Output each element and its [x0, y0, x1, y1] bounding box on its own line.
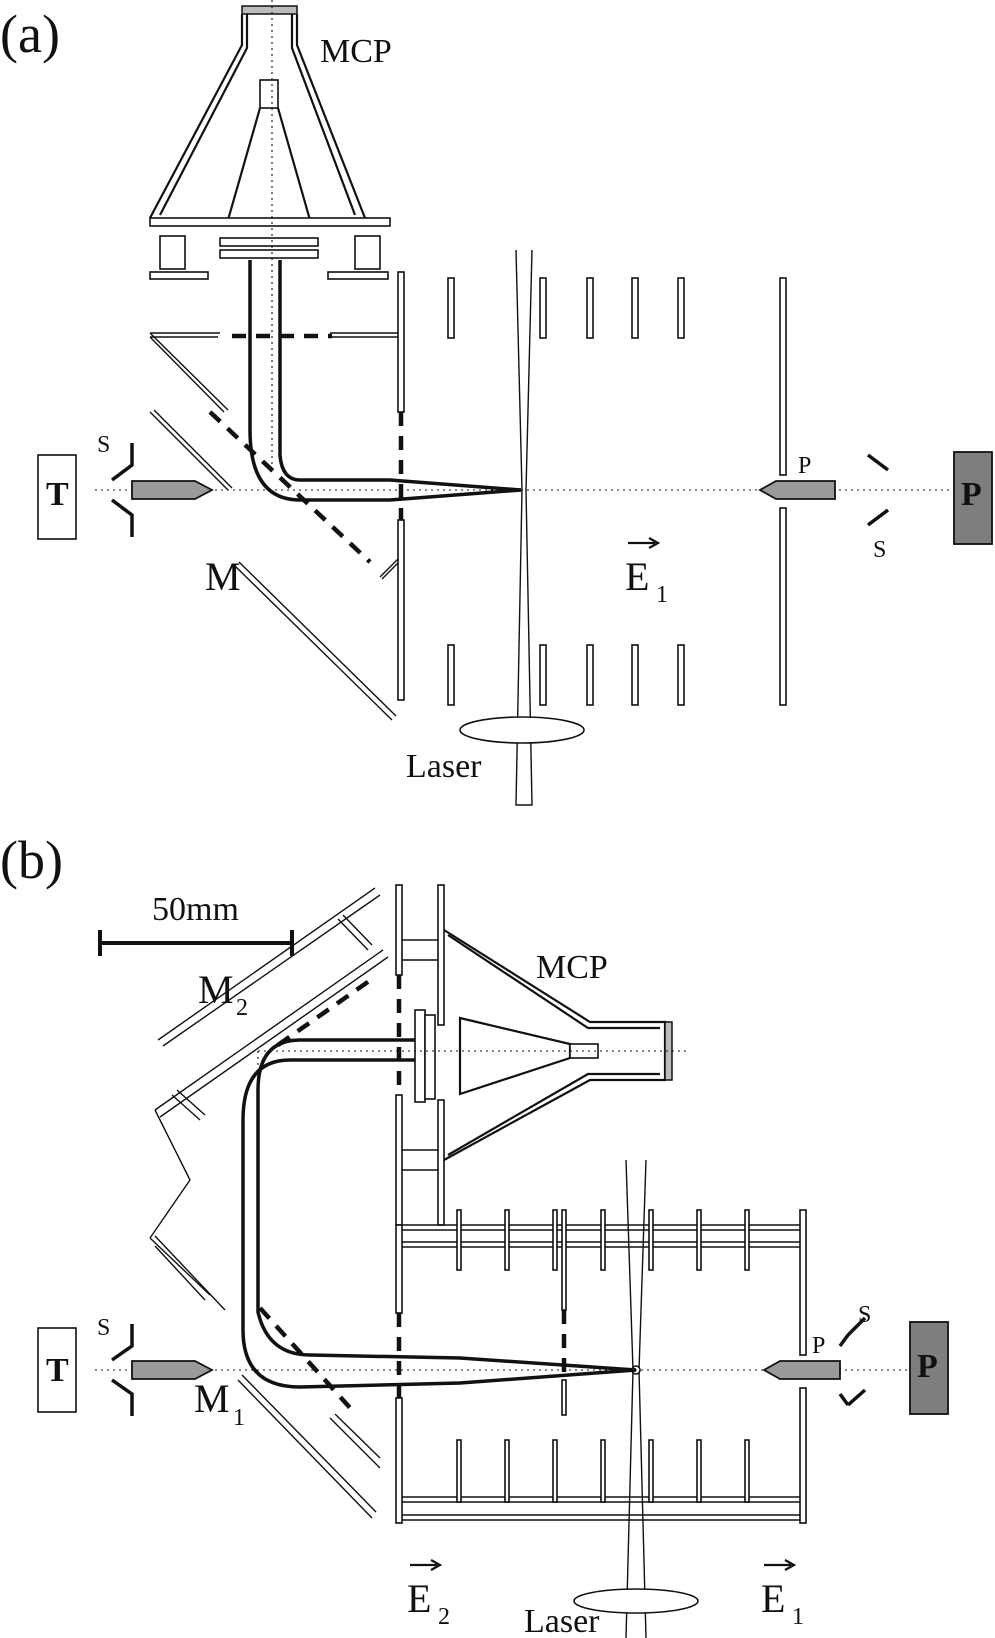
panel-a-ion-trajectory-upper [278, 260, 522, 492]
panel-a: (a) MCP [0, 0, 993, 806]
panel-a-source-nozzle [131, 480, 214, 500]
panel-b-laser-beam [573, 1159, 699, 1638]
panel-a-ion-trajectory-lower [248, 260, 522, 502]
panel-b-ion-trajectory-inner [256, 1038, 637, 1372]
panel-b: (b) 50mm M 2 M 1 [0, 830, 949, 1638]
panel-b-mcp-label: MCP [536, 949, 608, 986]
panel-b-skimmer-left-label: S [97, 1315, 110, 1341]
panel-b-pusher-label: P [812, 1333, 825, 1359]
panel-a-field-label: E 1 [625, 537, 668, 608]
panel-b-field-left-label: E 2 [407, 1559, 450, 1630]
panel-b-mcp-detector [257, 884, 690, 1312]
panel-b-label: (b) [0, 830, 63, 890]
panel-b-pusher-box-label: P [917, 1348, 938, 1385]
panel-b-reflector-apex [149, 1109, 226, 1311]
panel-b-mirror-top [154, 887, 389, 1121]
panel-b-skimmer-right-label: S [858, 1302, 871, 1328]
panel-a-skimmer-left [110, 443, 134, 537]
panel-b-laser-label: Laser [524, 1603, 600, 1638]
svg-text:E: E [625, 554, 649, 599]
panel-b-ion-trajectory-outer [241, 1058, 637, 1389]
panel-b-target-label: T [46, 1352, 69, 1389]
panel-a-target-box [37, 454, 77, 540]
panel-a-pusher-box-label: P [961, 476, 982, 513]
svg-text:1: 1 [656, 582, 668, 608]
panel-a-laser-label: Laser [406, 748, 482, 785]
panel-b-scale-label: 50mm [152, 891, 239, 928]
panel-b-mirror-bottom-sub: 1 [233, 1405, 245, 1431]
panel-a-reflector [149, 271, 405, 721]
panel-b-mirror-top-sub: 2 [236, 995, 248, 1021]
svg-text:2: 2 [438, 1604, 450, 1630]
panel-b-pusher-box [909, 1321, 949, 1415]
panel-a-pusher-nozzle [758, 480, 836, 500]
panel-b-pusher-nozzle [762, 1360, 841, 1380]
panel-a-mcp-label: MCP [320, 33, 392, 70]
panel-b-skimmer-right [838, 1316, 867, 1407]
panel-a-mirror-label: M [205, 554, 241, 599]
panel-a-skimmer-right-label: S [873, 537, 886, 563]
panel-b-mirror-bottom [237, 1306, 381, 1519]
panel-a-skimmer-right [866, 453, 890, 527]
panel-b-target-box [37, 1327, 77, 1413]
panel-b-scale-bar [98, 930, 294, 956]
panel-b-mirror-top-label: M [198, 967, 234, 1012]
panel-b-reflector-grids [395, 975, 403, 1524]
panel-a-laser-beam [459, 249, 585, 806]
panel-a-skimmer-left-label: S [97, 432, 110, 458]
panel-b-source-nozzle [131, 1360, 214, 1380]
panel-a-mcp-detector [149, 0, 391, 470]
panel-a-pusher-box [953, 451, 993, 545]
panel-a-label: (a) [0, 4, 60, 64]
panel-a-target-label: T [46, 476, 69, 513]
panel-a-pusher-label: P [798, 453, 811, 479]
panel-b-field-right-label: E 1 [761, 1559, 804, 1630]
svg-text:1: 1 [792, 1604, 804, 1630]
panel-b-mirror-bottom-label: M [194, 1376, 230, 1421]
svg-text:E: E [761, 1576, 785, 1621]
panel-a-electrode-plates [447, 277, 787, 706]
svg-text:E: E [407, 1576, 431, 1621]
panel-b-reflector-struts [149, 1237, 211, 1301]
panel-b-skimmer-left [110, 1324, 134, 1416]
panel-b-electrode-plates [456, 1209, 807, 1524]
